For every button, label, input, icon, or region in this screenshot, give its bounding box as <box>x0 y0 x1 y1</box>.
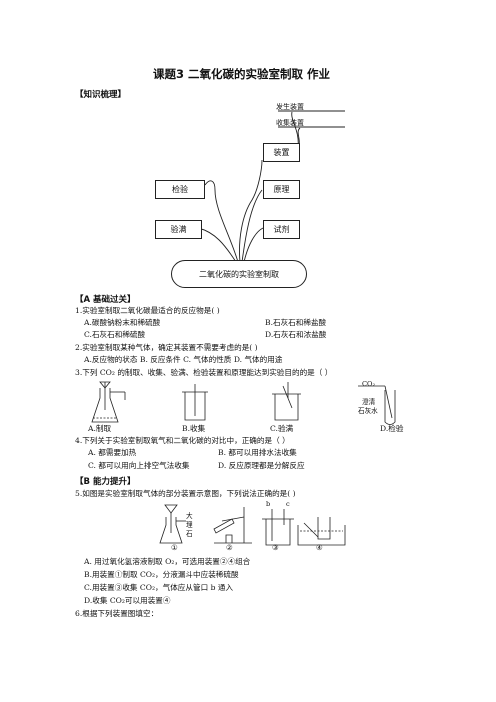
section-heading-a: 【A 基础过关】 <box>75 295 136 305</box>
q5-label-2: ② <box>226 543 233 552</box>
q4-stem: 4.下列关于实验室制取氧气和二氧化碳的对比中，正确的是（ ） <box>75 436 290 445</box>
q5-label-3: ③ <box>272 543 279 552</box>
q2-options: A.反应物的状态 B. 反应条件 C. 气体的性质 D. 气体的用途 <box>84 355 283 364</box>
q5-option-b: B.用装置①制取 CO₂，分液漏斗中应装稀硫酸 <box>84 570 239 579</box>
q3-label-b: B.收集 <box>182 424 206 433</box>
mindmap-node-collector: 收集装置 <box>276 119 304 127</box>
q4-option-d: D. 反应原理都是分解反应 <box>218 461 305 470</box>
mindmap-node-full-check: 验满 <box>155 220 202 239</box>
fig-d-tube <box>384 385 393 419</box>
q3-label-a: A.制取 <box>88 424 112 433</box>
mindmap-root: 二氧化碳的实验室制取 <box>171 260 307 288</box>
q5-fig3-c: c <box>286 500 290 508</box>
q3-apparatus-figures <box>91 381 396 425</box>
q5-fig1-char3: 石 <box>186 530 193 538</box>
q5-option-d: D.收集 CO₂可以用装置④ <box>84 596 171 605</box>
q4-option-c: C. 都可以用向上排空气法收集 <box>88 461 190 470</box>
q3-stem: 3.下列 CO₂ 的制取、收集、验满、检验装置和原理能达到实验目的的是（ ） <box>75 368 333 377</box>
section-heading-b: 【B 能力提升】 <box>75 477 136 487</box>
fig4-trough <box>297 525 346 546</box>
q5-option-c: C.用装置③收集 CO₂，气体应从管口 b 通入 <box>84 583 234 592</box>
q5-option-a: A. 用过氧化氢溶液制取 O₂，可选用装置②④组合 <box>84 557 251 566</box>
mindmap-node-generator: 发生装置 <box>276 103 304 111</box>
fig-a-flask <box>91 388 119 423</box>
q5-fig1-char1: 大 <box>186 512 193 520</box>
mindmap-node-reagent: 试剂 <box>263 220 300 239</box>
q5-fig1-char2: 理 <box>186 521 193 529</box>
q4-option-b: B. 都可以用排水法收集 <box>218 448 297 457</box>
mindmap-node-test: 检验 <box>155 180 205 199</box>
page-title: 课题3 二氧化碳的实验室制取 作业 <box>153 67 331 81</box>
q5-label-4: ④ <box>316 543 323 552</box>
q3-label-c: C.验满 <box>270 424 294 433</box>
q1-option-b: B.石灰石和稀盐酸 <box>265 318 327 327</box>
fig-c-bottle <box>274 394 299 421</box>
section-heading-knowledge: 【知识梳理】 <box>75 90 127 100</box>
q3-fig-lime1: 澄清 <box>362 398 376 406</box>
fig3-bottle <box>265 519 291 546</box>
mindmap-node-principle: 原理 <box>263 180 300 199</box>
q5-fig3-b: b <box>266 500 271 508</box>
q2-stem: 2.实验室制取某种气体，确定其装置不需要考虑的是( ) <box>75 343 258 352</box>
q1-stem: 1.实验室制取二氧化碳最适合的反应物是( ) <box>75 306 220 315</box>
q5-stem: 5.如图是实验室制取气体的部分装置示意图，下列说法正确的是( ) <box>75 489 296 498</box>
q3-fig-co2: CO₂ <box>362 380 376 388</box>
q3-label-d: D.检验 <box>380 424 404 433</box>
q3-fig-lime2: 石灰水 <box>358 407 378 415</box>
q6-stem: 6.根据下列装置图填空： <box>75 609 159 618</box>
q1-option-a: A.碳酸钠粉末和稀硫酸 <box>84 318 161 327</box>
fig1-flask <box>159 517 183 544</box>
q5-label-1: ① <box>171 543 178 552</box>
fig-b-bottle <box>184 392 206 421</box>
q5-apparatus-figures <box>159 504 346 546</box>
mindmap-node-device: 装置 <box>263 143 300 162</box>
q1-option-d: D.石灰石和浓盐酸 <box>265 330 327 339</box>
q1-option-c: C.石灰石和稀硫酸 <box>84 330 146 339</box>
q4-option-a: A. 都需要加热 <box>88 448 137 457</box>
